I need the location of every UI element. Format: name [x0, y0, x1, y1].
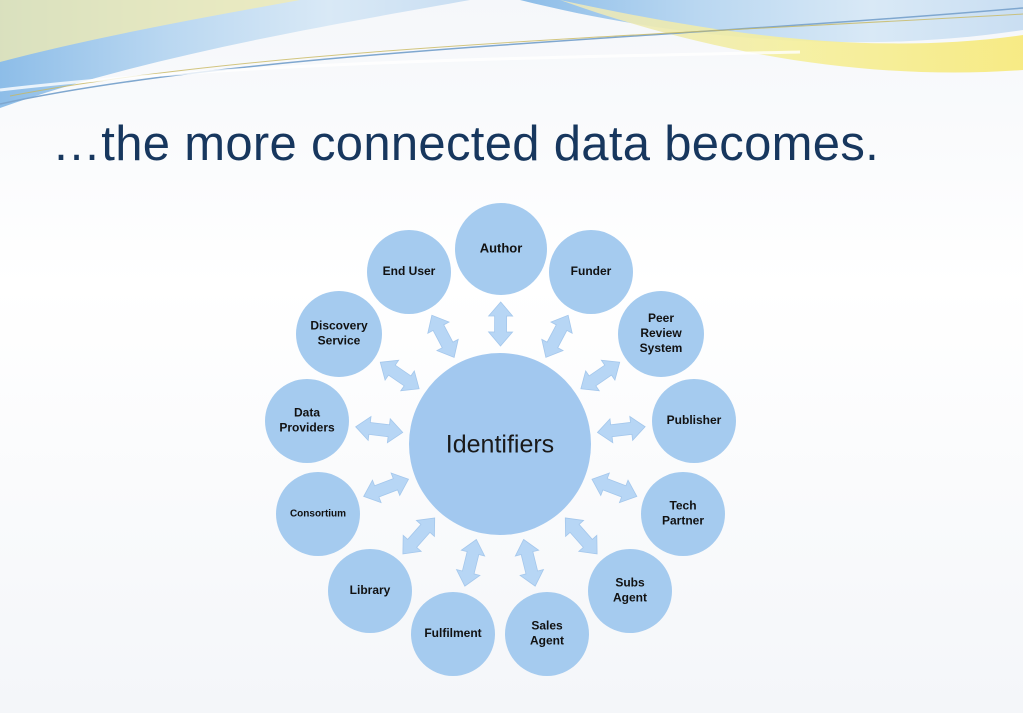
node-label: Fulfilment	[424, 626, 481, 640]
node-label: Author	[480, 240, 523, 255]
node-label: Funder	[571, 264, 612, 278]
node-label: Agent	[613, 591, 647, 605]
arrow-fulfilment	[455, 538, 486, 587]
arrow-consortium	[363, 472, 410, 504]
node-label: Agent	[530, 634, 564, 648]
arrow-subs-agent	[564, 517, 598, 555]
arrow-publisher	[596, 415, 646, 444]
node-label: System	[640, 341, 683, 355]
hub-identifiers: Identifiers	[409, 353, 591, 535]
arrow-library	[402, 517, 436, 555]
node-label: Partner	[662, 514, 704, 528]
node-label: End User	[383, 264, 436, 278]
node-label: Sales	[531, 619, 563, 633]
node-circle	[265, 379, 349, 463]
node-label: Subs	[615, 576, 645, 590]
node-author: Author	[455, 203, 547, 295]
node-circle	[328, 549, 412, 633]
node-publisher: Publisher	[652, 379, 736, 463]
node-circle	[505, 592, 589, 676]
node-circle	[549, 230, 633, 314]
node-circle	[455, 203, 547, 295]
node-end-user: End User	[367, 230, 451, 314]
arrow-end-user	[427, 314, 459, 358]
hub-circle	[409, 353, 591, 535]
nodes-layer: AuthorFunderPeerReviewSystemPublisherTec…	[265, 203, 736, 676]
node-funder: Funder	[549, 230, 633, 314]
node-label: Discovery	[310, 319, 368, 333]
node-consortium: Consortium	[276, 472, 360, 556]
node-circle	[276, 472, 360, 556]
node-circle	[588, 549, 672, 633]
node-circle	[652, 379, 736, 463]
node-circle	[618, 291, 704, 377]
arrows-layer	[355, 301, 646, 587]
node-library: Library	[328, 549, 412, 633]
node-label: Consortium	[290, 509, 346, 520]
node-circle	[296, 291, 382, 377]
node-label: Data	[294, 406, 320, 420]
header-swoosh-decoration	[0, 0, 1023, 108]
node-circle	[641, 472, 725, 556]
node-circle	[411, 592, 495, 676]
node-label: Peer	[648, 311, 674, 325]
node-fulfilment: Fulfilment	[411, 592, 495, 676]
arrow-data-providers	[355, 415, 404, 444]
arrow-sales-agent	[514, 538, 545, 587]
arrow-discovery-service	[379, 359, 420, 392]
slide-title: …the more connected data becomes.	[52, 117, 880, 171]
node-label: Library	[350, 583, 391, 597]
node-circle	[367, 230, 451, 314]
node-label: Service	[318, 334, 361, 348]
node-label: Review	[640, 326, 682, 340]
arrow-peer-review-system	[580, 359, 621, 392]
hub-label: Identifiers	[446, 431, 554, 459]
arrow-funder	[541, 314, 573, 358]
arrow-tech-partner	[591, 472, 638, 504]
node-label: Publisher	[667, 413, 722, 427]
node-label: Tech	[669, 499, 696, 513]
node-label: Providers	[279, 421, 335, 435]
arrow-author	[487, 301, 514, 347]
